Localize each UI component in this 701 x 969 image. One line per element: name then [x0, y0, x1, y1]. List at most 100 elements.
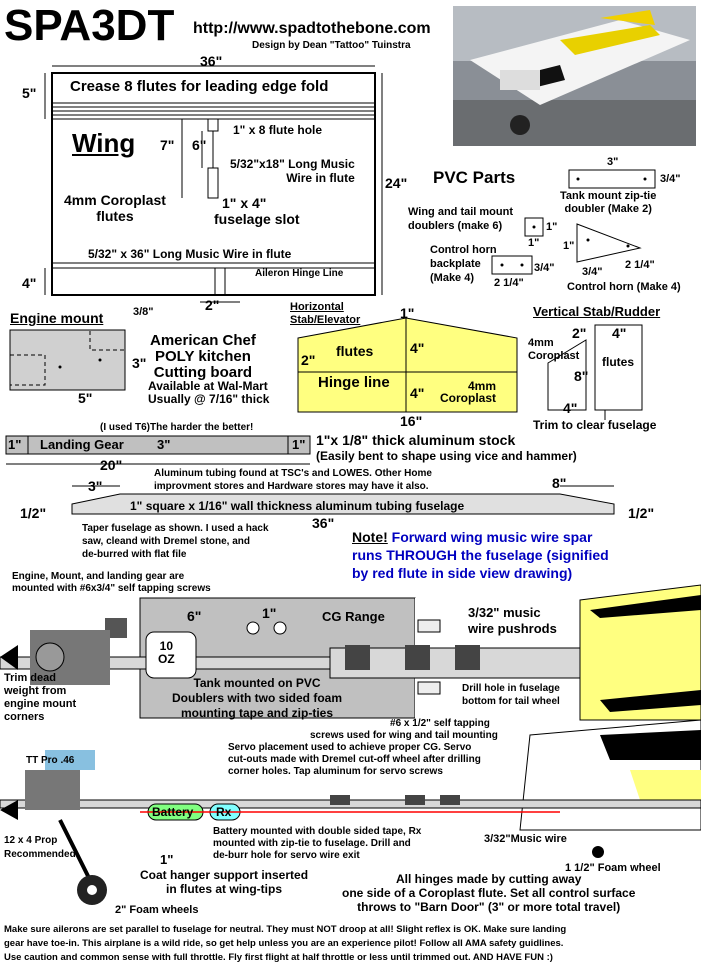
pvc-title: PVC Parts — [433, 168, 516, 187]
footer-notes: Make sure ailerons are set parallel to f… — [4, 924, 567, 963]
engine-mount-dim-5: 5" — [78, 390, 93, 406]
fuselage-dim-8: 8" — [552, 475, 567, 491]
spar-note: Note! Forward wing music wire spar runs … — [352, 529, 609, 581]
long-wire-label: 5/32" x 36" Long Music Wire in flute — [88, 247, 292, 261]
gear-label: Landing Gear — [40, 437, 124, 452]
flute-hole-label: 1" x 8 flute hole — [233, 123, 323, 137]
fuselage-dim-half-right: 1/2" — [628, 505, 655, 521]
gear-stock-label: 1"x 1/8" thick aluminum stock(Easily ben… — [316, 432, 577, 463]
gear-material-note: (I used T6)The harder the better! — [100, 422, 254, 433]
horn-dim-2-1-4: 2 1/4" — [625, 259, 655, 271]
side-view-drawing — [0, 719, 701, 905]
crease-note: Crease 8 flutes for leading edge fold — [70, 78, 329, 95]
foam-wheels-label: 2" Foam wheels — [115, 904, 199, 916]
fuselage-tube-drawing — [71, 485, 615, 515]
servo-placement-note: Servo placement used to achieve proper C… — [228, 742, 481, 777]
wing-dim-6: 6" — [192, 137, 207, 153]
music-wire-label: 3/32"Music wire — [484, 833, 567, 845]
vstab-title: Vertical Stab/Rudder — [533, 304, 661, 319]
note-label: Note! — [352, 529, 388, 545]
engine-mount-dim-3: 3" — [132, 355, 147, 371]
horn-backplate-width: 2 1/4" — [494, 277, 524, 289]
engine-mount-drawing — [9, 329, 126, 391]
gear-total-dim: 20" — [100, 457, 123, 473]
vstab-dim-4-top: 4" — [612, 325, 627, 341]
wing-top-dim: 5" — [22, 85, 37, 101]
top-view-drawing — [0, 584, 701, 721]
side-dim-1: 1" — [160, 852, 174, 867]
engine-model: TT Pro .46 — [26, 755, 75, 766]
hstab-flutes: flutes — [336, 343, 374, 359]
engine-mount-title: Engine mount — [10, 310, 104, 326]
hstab-dim-1: 1" — [400, 305, 415, 321]
tail-wheel-label: 1 1/2" Foam wheel — [565, 862, 661, 874]
wing-title: Wing — [72, 128, 136, 158]
fuselage-length-dim: 36" — [312, 515, 335, 531]
vertical-stab-drawing — [547, 324, 643, 420]
wing-doubler-dim-side: 1" — [546, 221, 558, 233]
designer-credit: Design by Dean "Tattoo" Tuinstra — [252, 40, 411, 51]
wing-plan — [44, 65, 383, 303]
engine-mount-dim-3-8: 3/8" — [133, 306, 154, 318]
horn-dim-1: 1" — [563, 240, 575, 252]
hstab-dim-4-top: 4" — [410, 340, 425, 356]
cg-range-label: CG Range — [322, 609, 385, 624]
wing-gap-dim: 2" — [205, 297, 220, 313]
pvc-parts-drawings — [491, 169, 656, 275]
rx-label: Rx — [216, 805, 232, 819]
aileron-hinge-label: Aileron Hinge Line — [255, 268, 344, 279]
vstab-trim-note: Trim to clear fuselage — [533, 418, 657, 432]
tank-doubler-side-dim: 3/4" — [660, 173, 681, 185]
vstab-dim-4-bottom: 4" — [563, 400, 578, 416]
wing-dim-7: 7" — [160, 137, 175, 153]
hstab-dim-4-bottom: 4" — [410, 385, 425, 401]
fuselage-slot-label: 1" x 4"fuselage slot — [214, 195, 300, 227]
battery-mount-note: Battery mounted with double sided tape, … — [213, 826, 422, 861]
landing-gear-drawing — [5, 435, 311, 465]
control-horn-label: Control horn (Make 4) — [567, 281, 681, 293]
airplane-photo — [453, 6, 696, 146]
hstab-width: 16" — [400, 413, 423, 429]
wing-width-dim: 36" — [200, 53, 223, 69]
horn-backplate-dim: 3/4" — [534, 262, 555, 274]
tank-doubler-dim: 3" — [607, 156, 619, 168]
tubing-note: Aluminum tubing found at TSC's and LOWES… — [154, 468, 432, 492]
fuselage-dim-half-left: 1/2" — [20, 505, 47, 521]
wing-doubler-dim: 1" — [528, 237, 540, 249]
hinge-line-label: Hinge line — [318, 374, 390, 391]
cg-dim-1: 1" — [262, 605, 277, 621]
hstab-dim-2: 2" — [301, 352, 316, 368]
gear-dim-1-left: 1" — [8, 437, 22, 452]
website-url: http://www.spadtothebone.com — [193, 20, 431, 37]
page-title: SPA3DT — [4, 1, 175, 50]
fuselage-tube-label: 1" square x 1/16" wall thickness aluminu… — [130, 499, 465, 513]
vstab-dim-2: 2" — [572, 325, 587, 341]
horn-dim-3-4: 3/4" — [582, 266, 603, 278]
vstab-flutes: flutes — [602, 355, 635, 369]
cg-dim-6: 6" — [187, 608, 202, 624]
gear-dim-1-right: 1" — [292, 437, 306, 452]
wing-bottom-dim: 4" — [22, 275, 37, 291]
horizontal-stab-drawing — [297, 317, 518, 413]
